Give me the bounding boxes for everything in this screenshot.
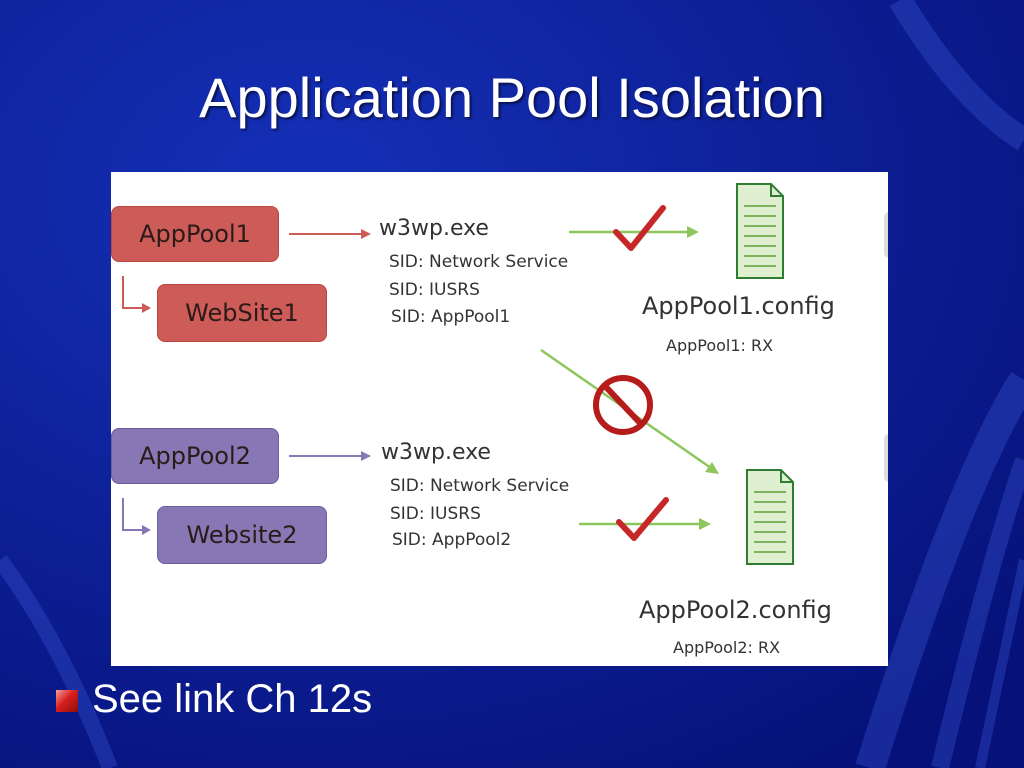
pool1-config-label: AppPool1.config [642,292,835,320]
pool2-permission-label: AppPool2: RX [673,638,781,657]
clipped-edge-shape [884,434,888,482]
apppool1-box: AppPool1 [111,206,279,262]
pool2-site-connector [122,498,151,535]
diagram-panel: AppPool1 WebSite1 w3wp.exe SID: Network … [111,172,888,666]
pool2-sid-line: SID: IUSRS [390,504,481,524]
pool2-sid-line: SID: AppPool2 [392,530,512,550]
diagram-graphics [122,183,888,565]
square-bullet-icon [56,690,78,712]
pool2-config-label: AppPool2.config [639,596,832,624]
pool1-access-arrow [569,226,699,238]
bullet-text: See link Ch 12s [92,677,373,721]
pool1-permission-label: AppPool1: RX [666,336,774,355]
prohibited-icon [593,375,653,435]
website1-box: WebSite1 [157,284,327,342]
pool2-access-arrow [579,518,711,530]
apppool2-box: AppPool2 [111,428,279,484]
pool1-site-connector [122,276,151,313]
document-icon [736,183,784,279]
pool1-arrow [289,229,371,239]
pool2-process-label: w3wp.exe [381,440,491,465]
pool1-process-label: w3wp.exe [379,216,489,241]
document-icon [746,469,794,565]
checkmark-icon [613,205,666,251]
clipped-edge-shape [884,212,888,258]
slide-title: Application Pool Isolation [199,66,825,129]
pool1-sid-line: SID: Network Service [389,252,569,272]
pool2-arrow [289,451,371,461]
pool1-sid-line: SID: AppPool1 [391,307,511,327]
checkmark-icon [616,497,669,541]
pool1-sid-line: SID: IUSRS [389,280,480,300]
pool2-sid-line: SID: Network Service [390,476,570,496]
website2-box: Website2 [157,506,327,564]
